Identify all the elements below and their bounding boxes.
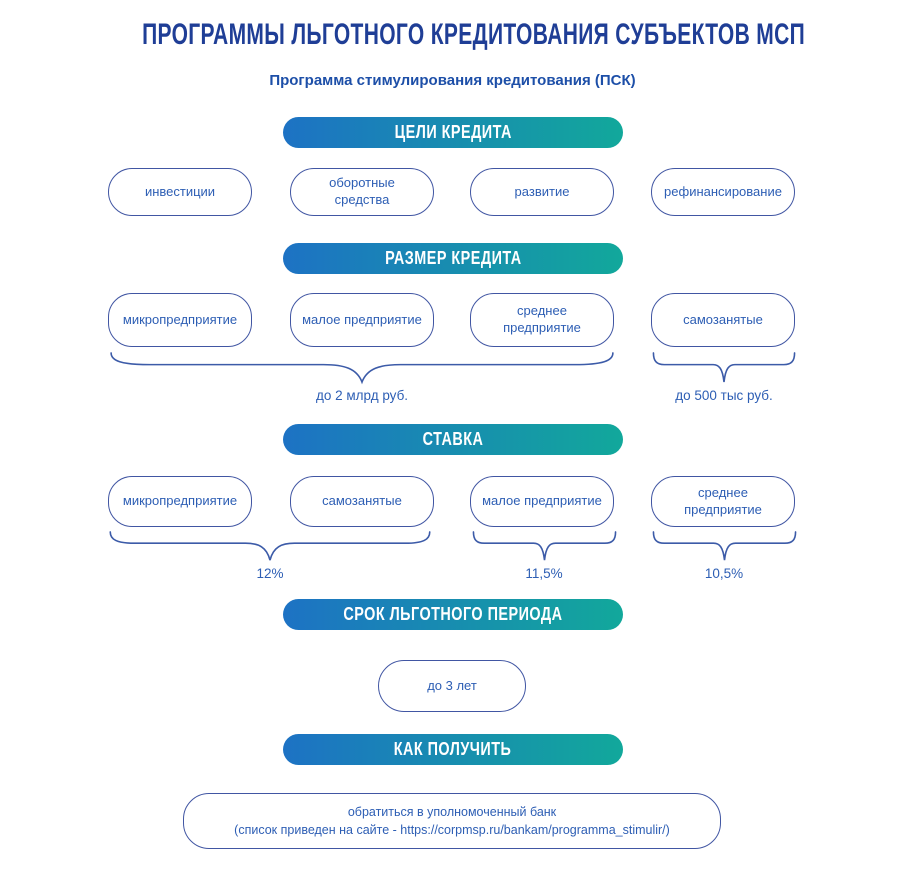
rate-box-medium: среднее предприятие [651,476,795,527]
brace-size-selfemployed [652,352,796,385]
goal-box-investments: инвестиции [108,168,252,216]
section-banner-rate-label: СТАВКА [422,429,484,449]
size-label-500k: до 500 тыс руб. [675,388,773,403]
section-banner-term-label: СРОК ЛЬГОТНОГО ПЕРИОДА [343,604,563,624]
size-box-medium: среднее предприятие [470,293,614,347]
how-box-line2: (список приведен на сайте - https://corp… [234,823,670,837]
brace-rate-12 [107,531,433,563]
page-title-text: ПРОГРАММЫ ЛЬГОТНОГО КРЕДИТОВАНИЯ СУБЪЕКТ… [142,18,806,51]
section-banner-size-label: РАЗМЕР КРЕДИТА [384,248,522,268]
section-banner-rate: СТАВКА [283,424,623,455]
page-title: ПРОГРАММЫ ЛЬГОТНОГО КРЕДИТОВАНИЯ СУБЪЕКТ… [0,18,905,52]
page-subtitle: Программа стимулирования кредитования (П… [269,72,636,89]
goal-box-refinancing: рефинансирование [651,168,795,216]
section-banner-how-label: КАК ПОЛУЧИТЬ [394,739,512,759]
section-banner-goals-label: ЦЕЛИ КРЕДИТА [394,122,512,142]
size-box-selfemployed: самозанятые [651,293,795,347]
term-box-3years: до 3 лет [378,660,526,712]
how-box-line1: обратиться в уполномоченный банк [347,804,557,819]
rate-box-small: малое предприятие [470,476,614,527]
goal-box-working-capital: оборотные средства [290,168,434,216]
rate-label-105: 10,5% [704,566,744,581]
size-box-micro: микропредприятие [108,293,252,347]
goal-box-development: развитие [470,168,614,216]
brace-rate-115 [472,531,617,563]
how-box: обратиться в уполномоченный банк (список… [183,793,721,849]
section-banner-how: КАК ПОЛУЧИТЬ [283,734,623,765]
rate-box-selfemployed: самозанятые [290,476,434,527]
brace-rate-105 [652,531,797,563]
rate-box-micro: микропредприятие [108,476,252,527]
section-banner-size: РАЗМЕР КРЕДИТА [283,243,623,274]
rate-label-12: 12% [256,566,284,581]
brace-size-wide [106,352,618,385]
section-banner-goals: ЦЕЛИ КРЕДИТА [283,117,623,148]
rate-label-115: 11,5% [525,566,563,581]
size-label-2bln: до 2 млрд руб. [315,388,409,403]
size-box-small: малое предприятие [290,293,434,347]
section-banner-term: СРОК ЛЬГОТНОГО ПЕРИОДА [283,599,623,630]
